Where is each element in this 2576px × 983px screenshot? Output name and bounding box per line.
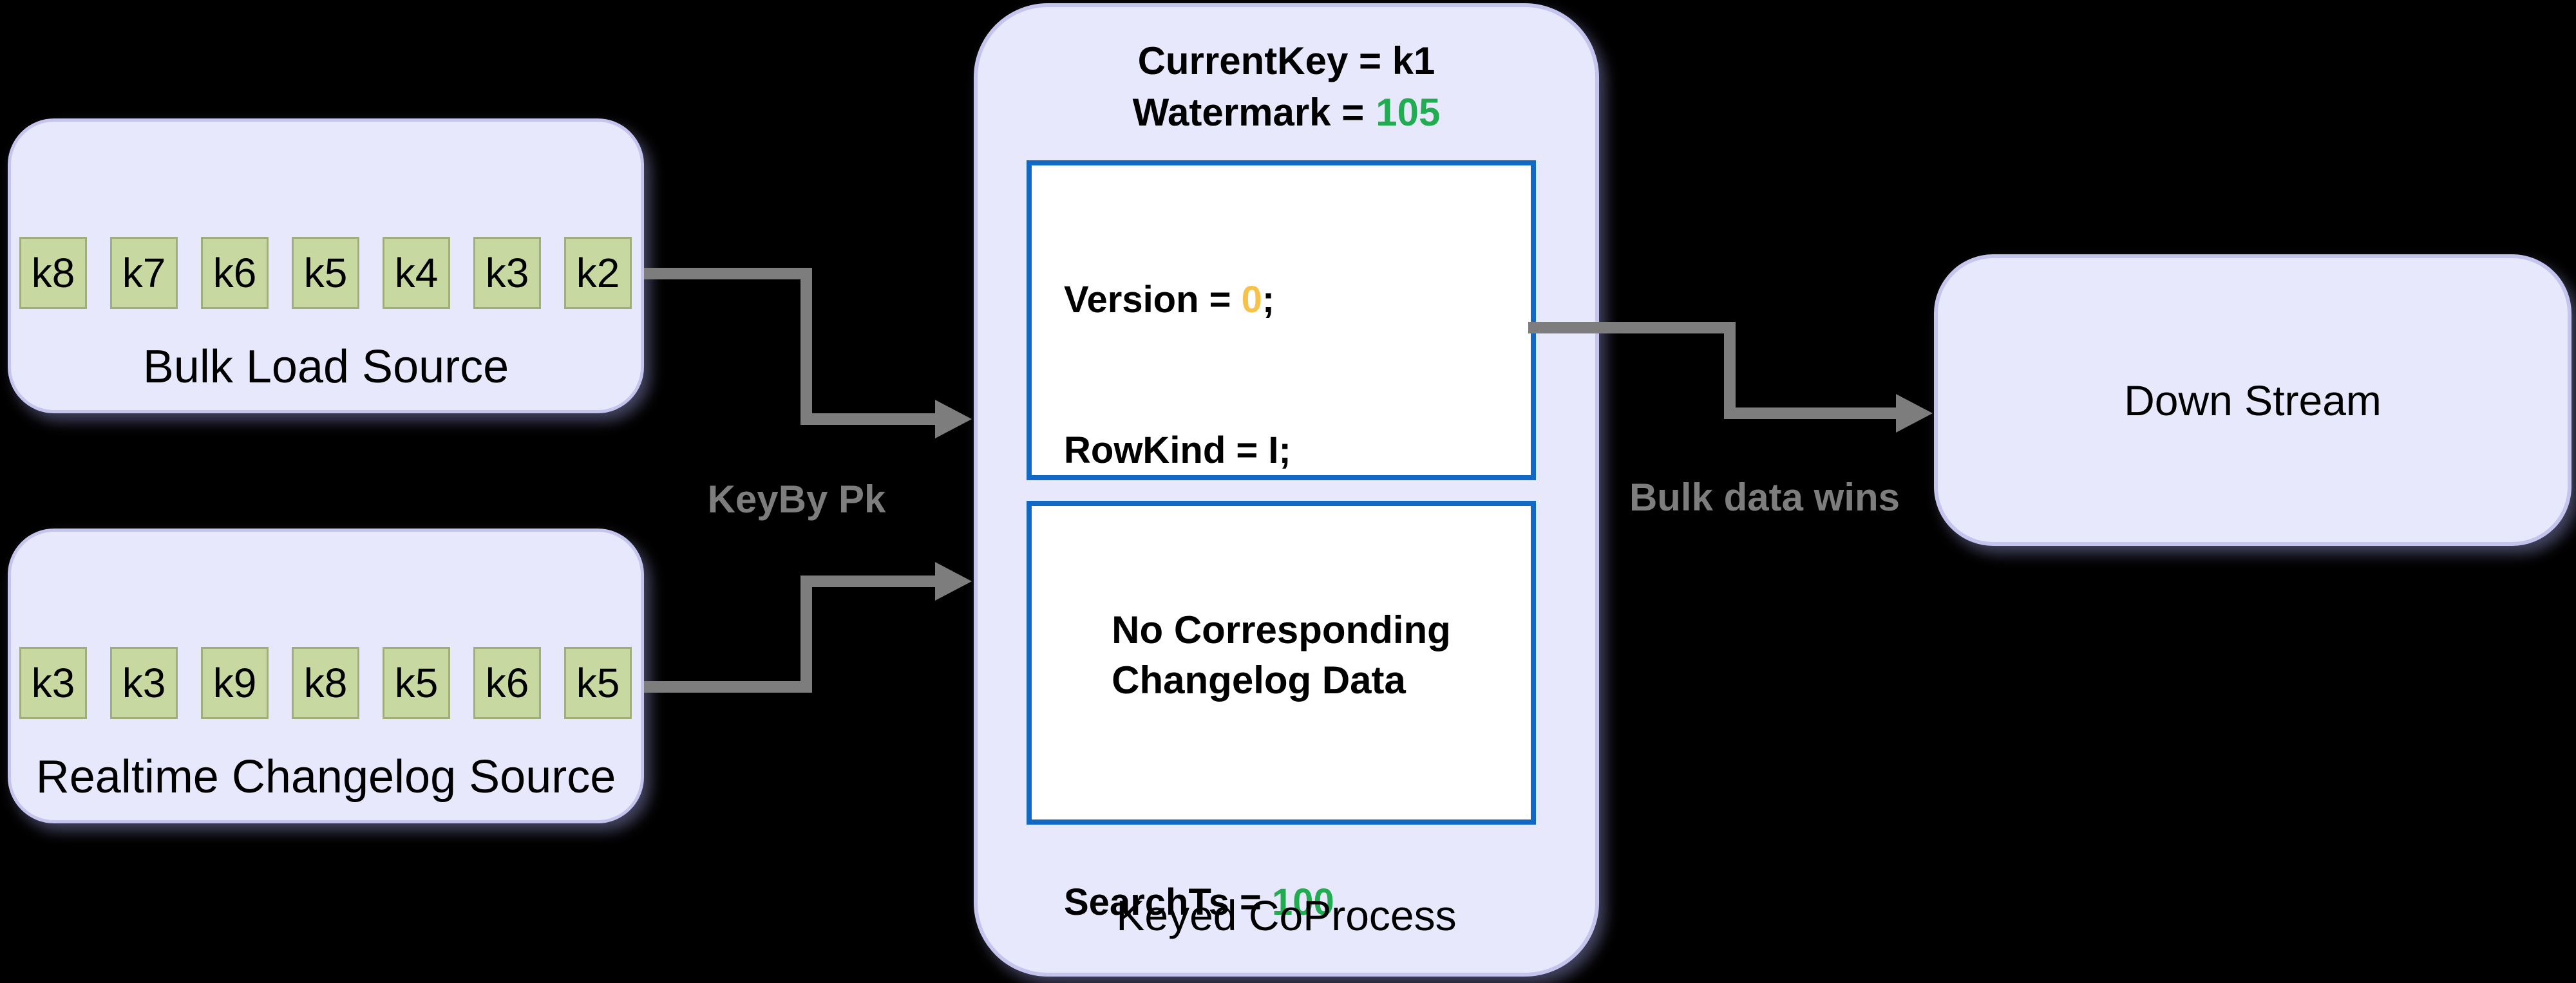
watermark-label: Watermark = xyxy=(1132,91,1365,134)
no-changelog-line2: Changelog Data xyxy=(1112,658,1406,702)
bulk-key-row: k8 k7 k6 k5 k4 k3 k2 xyxy=(19,237,632,309)
key-cell: k6 xyxy=(201,237,269,309)
keyed-coprocess-label: Keyed CoProcess xyxy=(1116,892,1457,939)
key-cell: k8 xyxy=(292,647,359,719)
arrowhead-bulk-to-process xyxy=(935,400,972,438)
arrow-bulk-to-process xyxy=(644,268,938,425)
bulk-data-wins-label: Bulk data wins xyxy=(1629,476,1900,519)
state-field-line: SearchTs = 100 xyxy=(1064,881,1334,923)
key-cell: k2 xyxy=(564,237,632,309)
bulk-record-state-box: Version = 0; RowKind = I; BeforeData = n… xyxy=(1027,160,1536,923)
bulk-load-source-box: k8 k7 k6 k5 k4 k3 k2 Bulk Load Source xyxy=(8,118,644,413)
no-changelog-box: No Corresponding Changelog Data xyxy=(1027,501,1536,825)
no-changelog-text: No Corresponding Changelog Data xyxy=(1112,605,1451,706)
no-changelog-line1: No Corresponding xyxy=(1112,608,1451,651)
down-stream-box: Down Stream xyxy=(1934,254,2571,546)
key-cell: k8 xyxy=(19,237,87,309)
arrow-realtime-to-process xyxy=(644,576,938,693)
key-cell: k9 xyxy=(201,647,269,719)
key-cell: k5 xyxy=(292,237,359,309)
realtime-changelog-source-label: Realtime Changelog Source xyxy=(35,751,616,803)
arrowhead-process-to-downstream xyxy=(1896,394,1933,433)
key-cell: k7 xyxy=(110,237,178,309)
bulk-load-source-label: Bulk Load Source xyxy=(142,341,509,393)
key-cell: k3 xyxy=(110,647,178,719)
realtime-key-row: k3 k3 k9 k8 k5 k6 k5 xyxy=(19,647,632,719)
version-value: 0 xyxy=(1241,279,1262,321)
watermark-line: Watermark = 105 xyxy=(978,87,1595,138)
key-cell: k5 xyxy=(564,647,632,719)
state-field-line: Version = 0; xyxy=(1064,279,1275,321)
keyed-coprocess-box: CurrentKey = k1 Watermark = 105 Version =… xyxy=(974,3,1599,977)
state-field-line: RowKind = I; xyxy=(1064,429,1291,471)
process-state-header: CurrentKey = k1 Watermark = 105 xyxy=(978,35,1595,138)
realtime-changelog-source-box: k3 k3 k9 k8 k5 k6 k5 Realtime Changelog … xyxy=(8,529,644,823)
keyby-pk-label: KeyBy Pk xyxy=(707,478,886,521)
key-cell: k3 xyxy=(473,237,541,309)
current-key-line: CurrentKey = k1 xyxy=(1137,39,1435,82)
key-cell: k4 xyxy=(383,237,450,309)
watermark-value: 105 xyxy=(1376,91,1441,134)
key-cell: k3 xyxy=(19,647,87,719)
searchts-value: 100 xyxy=(1271,881,1334,923)
down-stream-label: Down Stream xyxy=(2124,376,2382,424)
key-cell: k6 xyxy=(473,647,541,719)
key-cell: k5 xyxy=(383,647,450,719)
arrowhead-realtime-to-process xyxy=(935,562,972,601)
